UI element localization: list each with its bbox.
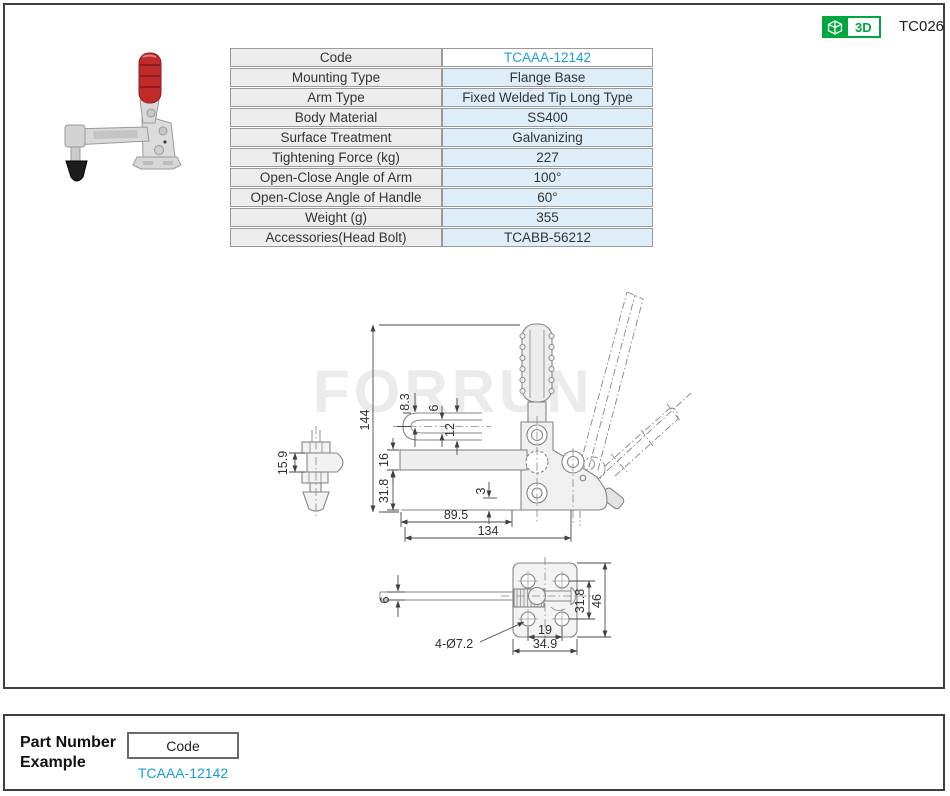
main-frame: 3D TC026 xyxy=(3,3,945,689)
top-view xyxy=(379,557,593,643)
dim-8-3: 8.3 xyxy=(398,393,412,410)
table-row: Surface Treatment Galvanizing xyxy=(230,128,653,147)
spec-label: Mounting Type xyxy=(230,68,442,87)
table-row: Open-Close Angle of Arm 100° xyxy=(230,168,653,187)
spec-value: 60° xyxy=(442,188,653,207)
spec-value: 355 xyxy=(442,208,653,227)
part-number-code-header: Code xyxy=(127,732,239,759)
spec-value: 100° xyxy=(442,168,653,187)
part-number-example-box: Part Number Example Code TCAAA-12142 xyxy=(3,714,945,791)
view-3d-button[interactable]: 3D xyxy=(822,16,881,38)
part-number-example-title: Part Number Example xyxy=(20,734,117,771)
table-row: Accessories(Head Bolt) TCABB-56212 xyxy=(230,228,653,247)
spec-value-code-link[interactable]: TCAAA-12142 xyxy=(442,48,653,67)
table-row: Body Material SS400 xyxy=(230,108,653,127)
side-view xyxy=(301,291,692,526)
dim-34-9: 34.9 xyxy=(533,637,557,651)
table-row: Code TCAAA-12142 xyxy=(230,48,653,67)
dim-16: 16 xyxy=(377,453,391,467)
spec-value: Galvanizing xyxy=(442,128,653,147)
dim-3: 3 xyxy=(474,487,488,494)
table-row: Tightening Force (kg) 227 xyxy=(230,148,653,167)
dim-19: 19 xyxy=(538,623,552,637)
spec-label: Arm Type xyxy=(230,88,442,107)
spec-value: Flange Base xyxy=(442,68,653,87)
spec-table: Code TCAAA-12142 Mounting Type Flange Ba… xyxy=(230,47,653,248)
spec-label: Open-Close Angle of Handle xyxy=(230,188,442,207)
spec-value: SS400 xyxy=(442,108,653,127)
badge-3d-label: 3D xyxy=(848,16,881,38)
spec-label: Code xyxy=(230,48,442,67)
cube-3d-icon xyxy=(822,16,848,38)
side-view-dim-labels: 144 8.3 6 12 15.9 16 31.8 3 89.5 134 xyxy=(276,393,498,538)
side-view-dimensions xyxy=(289,324,572,542)
table-row: Weight (g) 355 xyxy=(230,208,653,227)
dim-6: 6 xyxy=(427,404,441,411)
table-row: Open-Close Angle of Handle 60° xyxy=(230,188,653,207)
spec-value: TCABB-56212 xyxy=(442,228,653,247)
top-view-dimensions xyxy=(387,562,611,655)
catalog-code: TC026 xyxy=(899,18,945,35)
dim-89-5: 89.5 xyxy=(444,508,468,522)
spec-value: Fixed Welded Tip Long Type xyxy=(442,88,653,107)
technical-drawing: 144 8.3 6 12 15.9 16 31.8 3 89.5 134 xyxy=(276,291,692,655)
dim-144: 144 xyxy=(358,410,372,431)
top-view-dim-labels: 6 31.8 46 19 34.9 4-Ø7.2 xyxy=(378,589,604,651)
spec-label: Body Material xyxy=(230,108,442,127)
dim-holes: 4-Ø7.2 xyxy=(435,637,473,651)
dim-134: 134 xyxy=(478,524,499,538)
dim-46: 46 xyxy=(590,594,604,608)
spec-label: Tightening Force (kg) xyxy=(230,148,442,167)
dim-bar-6: 6 xyxy=(378,596,392,603)
dim-12: 12 xyxy=(443,423,457,437)
dim-31-8: 31.8 xyxy=(377,479,391,503)
spec-value: 227 xyxy=(442,148,653,167)
table-row: Mounting Type Flange Base xyxy=(230,68,653,87)
spec-label: Open-Close Angle of Arm xyxy=(230,168,442,187)
part-number-code-value[interactable]: TCAAA-12142 xyxy=(137,765,229,781)
dim-31-8-top: 31.8 xyxy=(573,589,587,613)
spec-label: Weight (g) xyxy=(230,208,442,227)
spec-label: Accessories(Head Bolt) xyxy=(230,228,442,247)
table-row: Arm Type Fixed Welded Tip Long Type xyxy=(230,88,653,107)
dim-15-9: 15.9 xyxy=(276,451,290,475)
product-photo xyxy=(64,52,182,182)
spec-label: Surface Treatment xyxy=(230,128,442,147)
